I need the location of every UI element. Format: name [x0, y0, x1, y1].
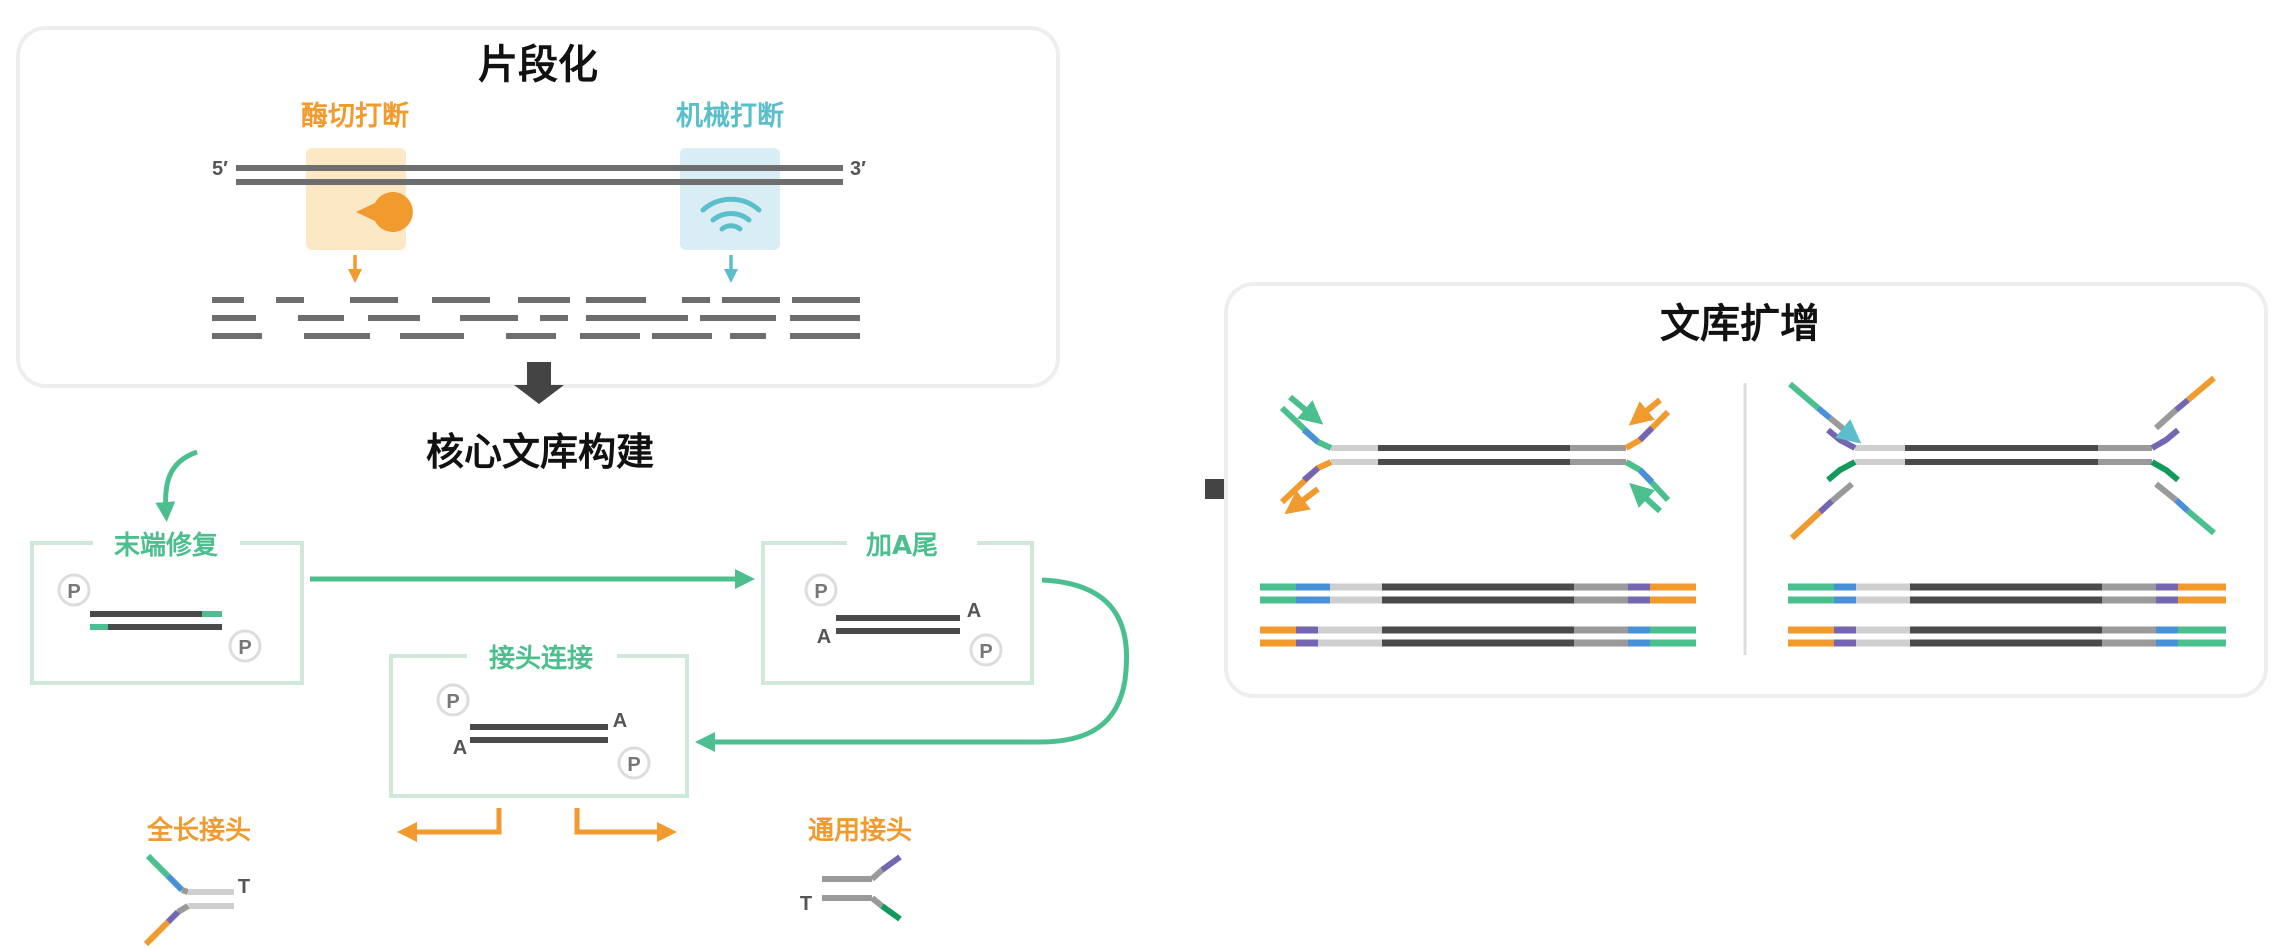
a-overhang-label: A	[817, 626, 831, 648]
enzymatic-label: 酶切打断	[301, 101, 409, 132]
phosphate-label: P	[627, 754, 640, 776]
a-overhang-label: A	[453, 737, 467, 759]
three-prime-label: 3′	[850, 158, 866, 180]
t-overhang-label: T	[238, 876, 250, 898]
end-repair-box: 末端修复 P P	[30, 530, 304, 685]
amplified-products-left	[1260, 583, 1696, 647]
core-library-title: 核心文库构建	[426, 430, 654, 474]
pacman-enzyme-icon	[356, 191, 413, 233]
phosphate-label: P	[67, 581, 80, 603]
wifi-waves-icon	[700, 196, 762, 232]
phosphate-label: P	[238, 637, 251, 659]
forked-duplex-left	[1279, 394, 1671, 515]
t-overhang-label: T	[800, 893, 812, 915]
a-tailing-box: 加A尾 P A A P	[761, 531, 1034, 685]
universal-adapter-label: 通用接头	[808, 816, 912, 846]
forked-duplex-right	[1788, 375, 2216, 541]
entry-curved-arrow	[155, 449, 198, 522]
five-prime-label: 5′	[212, 158, 228, 180]
mechanical-label: 机械打断	[676, 101, 784, 132]
a-overhang-label: A	[967, 600, 981, 622]
phosphate-label: P	[446, 691, 459, 713]
to-full-length-adapter-arrow	[397, 808, 502, 842]
a-overhang-label: A	[613, 710, 627, 732]
full-length-adapter-label: 全长接头	[146, 815, 251, 846]
a-tail-to-ligation-arrow	[695, 577, 1129, 752]
fragmentation-title: 片段化	[478, 42, 598, 88]
amplification-title: 文库扩增	[1660, 301, 1820, 347]
to-universal-adapter-arrow	[574, 808, 677, 842]
a-tailing-label: 加A尾	[866, 531, 938, 561]
fragmentation-panel: 片段化 酶切打断 机械打断 5′ 3′	[16, 26, 1060, 388]
full-length-adapter-graphic	[143, 853, 234, 947]
dna-fragments	[212, 297, 860, 339]
down-block-arrow	[514, 362, 564, 404]
amplified-products-right	[1788, 583, 2226, 647]
universal-adapter-graphic	[822, 854, 902, 922]
end-repair-label: 末端修复	[114, 530, 219, 561]
amplification-panel: 文库扩增	[1224, 282, 2268, 698]
ligation-box: 接头连接 P A A P	[389, 644, 689, 798]
phosphate-label: P	[814, 581, 827, 603]
phosphate-label: P	[979, 641, 992, 663]
ligation-label: 接头连接	[489, 644, 593, 674]
